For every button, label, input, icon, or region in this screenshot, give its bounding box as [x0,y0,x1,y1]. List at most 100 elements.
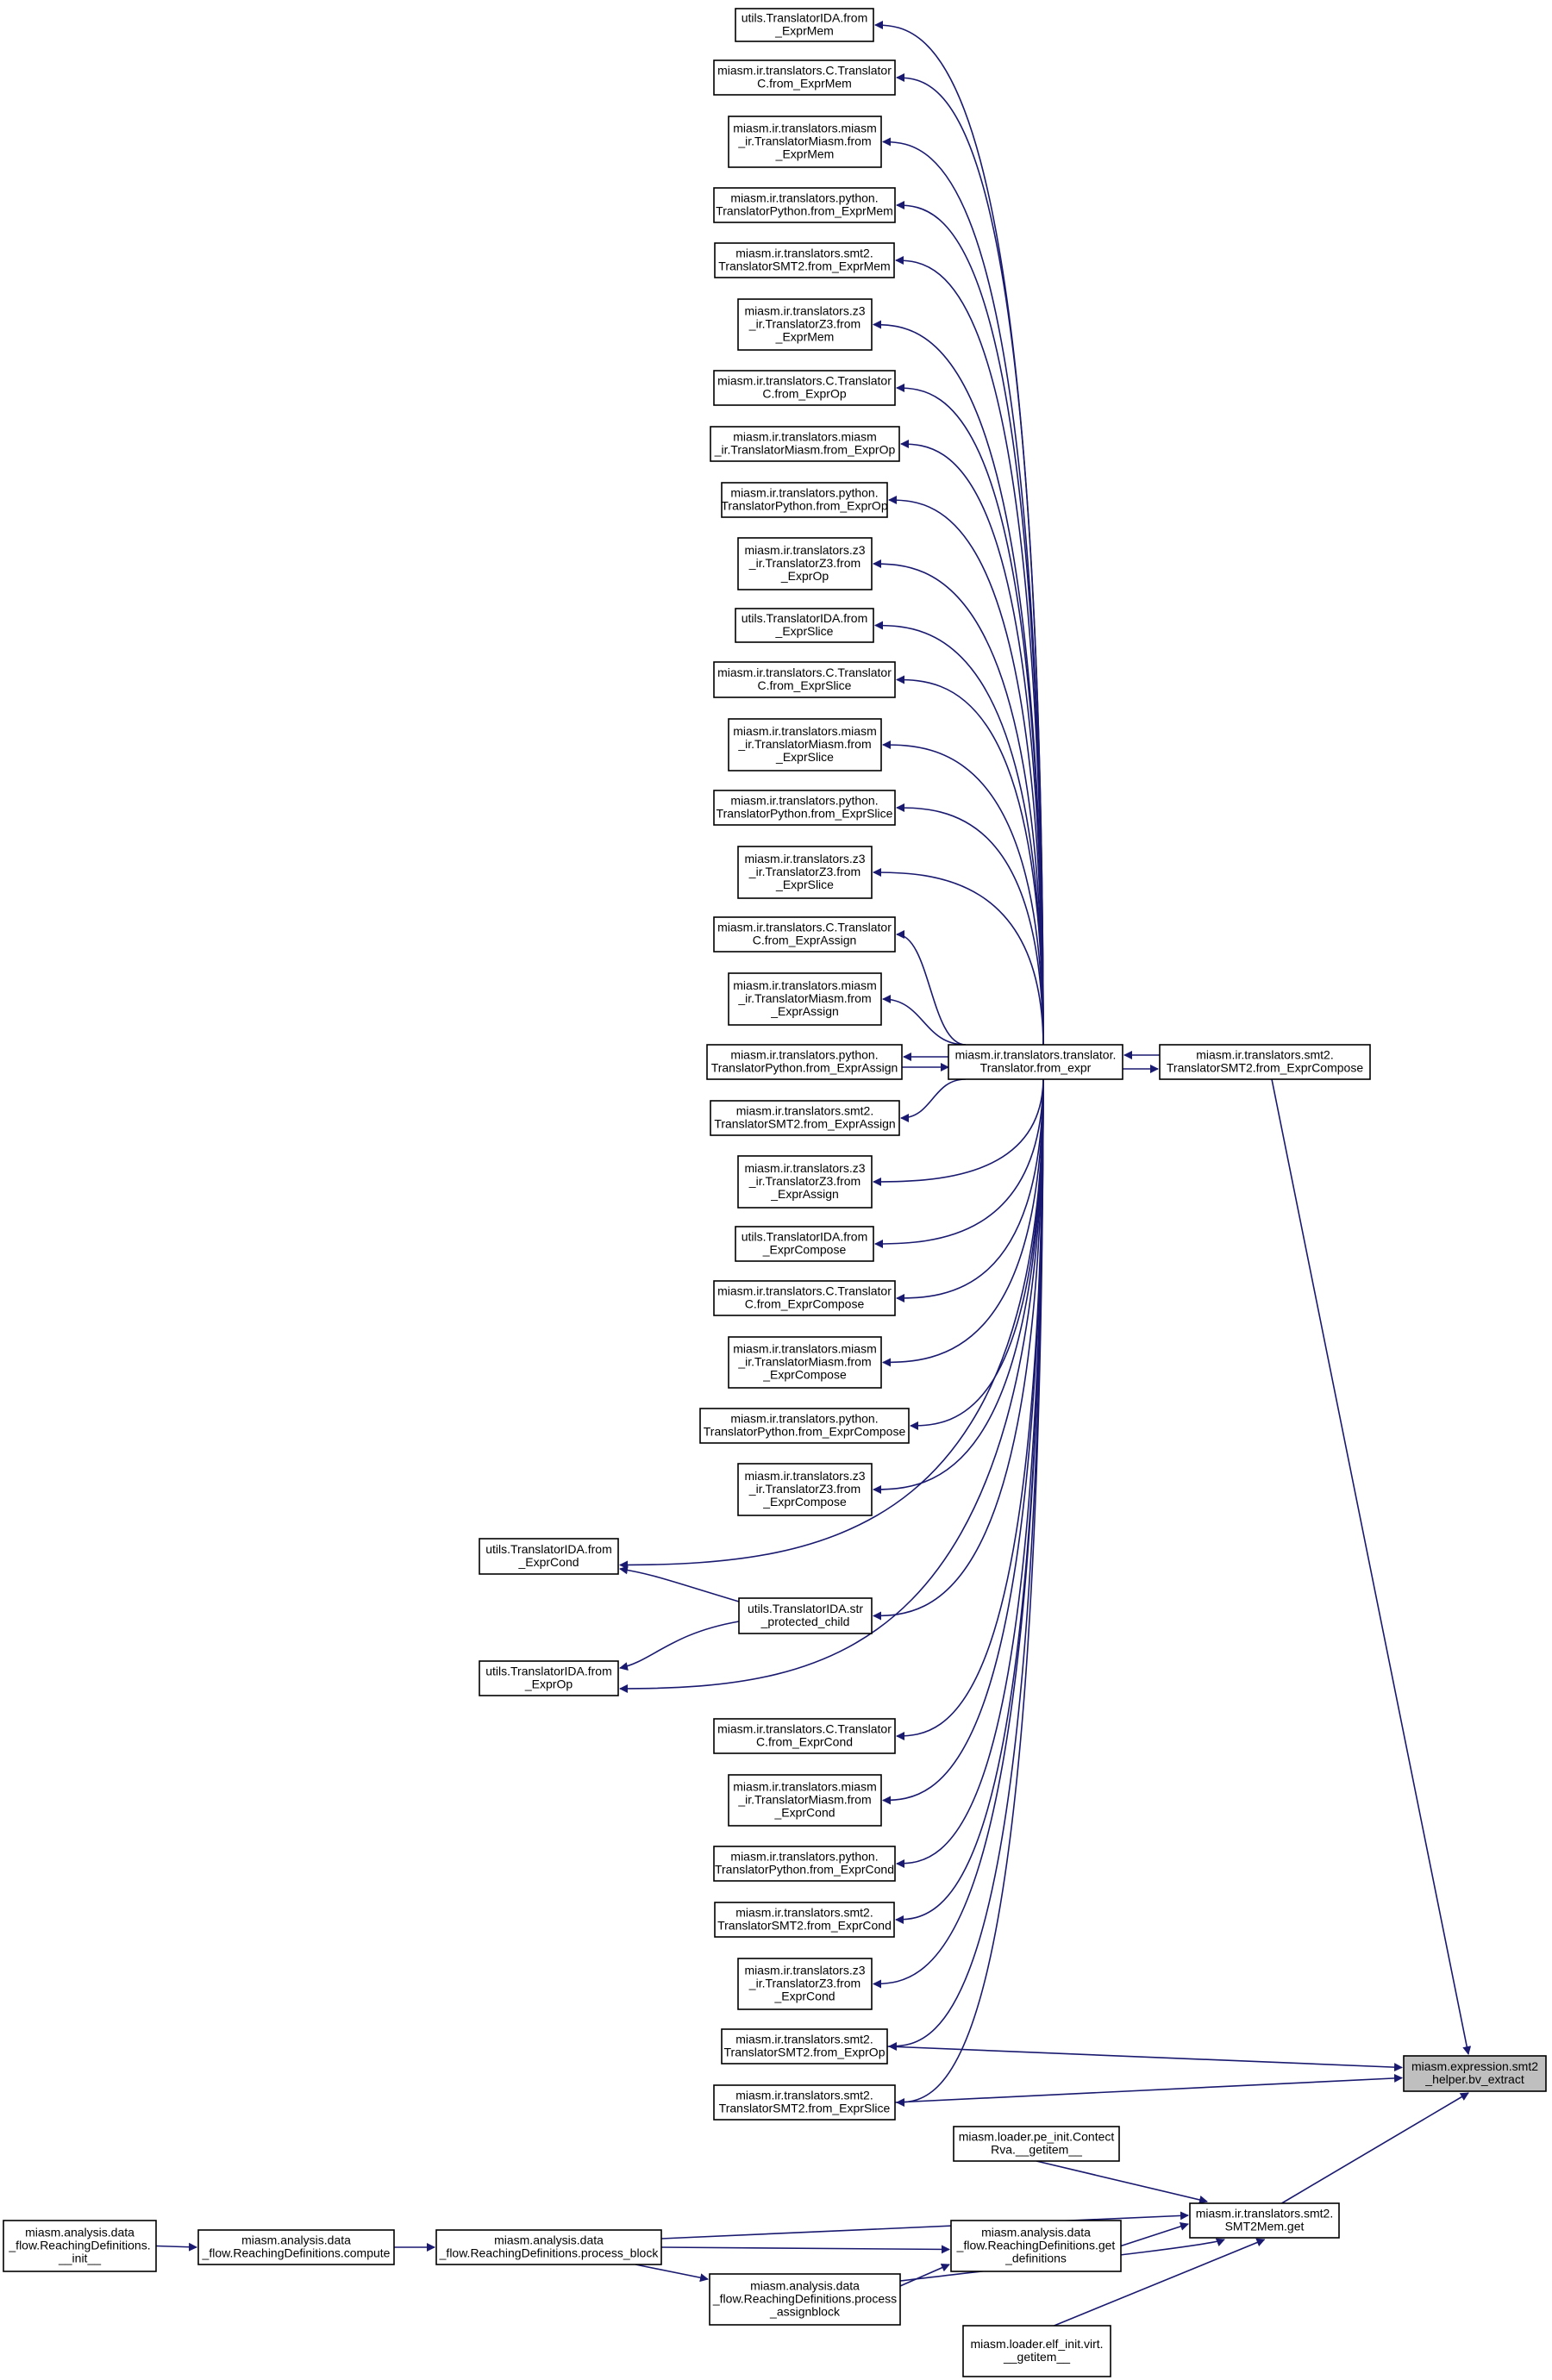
node-smt-compose[interactable]: miasm.ir.translators.smt2.TranslatorSMT2… [1159,1044,1371,1080]
node-smt-mem[interactable]: miasm.ir.translators.smt2.TranslatorSMT2… [714,242,895,278]
node-ida-compose[interactable]: utils.TranslatorIDA.from_ExprCompose [735,1226,874,1262]
node-box [948,1044,1123,1080]
node-miasm-slice[interactable]: miasm.ir.translators.miasm_ir.Translator… [728,718,882,771]
node-elf-getitem[interactable]: miasm.loader.elf_init.virt.__getitem__ [962,2325,1111,2377]
node-rd-compute[interactable]: miasm.analysis.data_flow.ReachingDefinit… [197,2229,395,2265]
node-label-line: utils.TranslatorIDA.str [748,1602,863,1615]
node-rd-get-defs[interactable]: miasm.analysis.data_flow.ReachingDefinit… [950,2220,1122,2272]
node-ida-cond[interactable]: utils.TranslatorIDA.from_ExprCond [479,1538,619,1575]
node-label-line: miasm.ir.translators.smt2. [735,1906,873,1920]
node-smt-op[interactable]: miasm.ir.translators.smt2.TranslatorSMT2… [721,2028,888,2065]
node-label-line: _ExprSlice [775,878,834,891]
node-label-line: miasm.ir.translators.miasm [733,978,876,992]
node-label-line: _assignblock [769,2305,841,2319]
node-py-op[interactable]: miasm.ir.translators.python.TranslatorPy… [721,482,888,518]
node-miasm-mem[interactable]: miasm.ir.translators.miasm_ir.Translator… [728,116,882,168]
node-smt-slice[interactable]: miasm.ir.translators.smt2.TranslatorSMT2… [713,2084,896,2121]
node-miasm-assign[interactable]: miasm.ir.translators.miasm_ir.Translator… [728,972,882,1026]
node-ida-op[interactable]: utils.TranslatorIDA.from_ExprOp [479,1660,619,1696]
node-rd-process-block[interactable]: miasm.analysis.data_flow.ReachingDefinit… [435,2229,662,2265]
node-label-line: miasm.ir.translators.smt2. [735,2089,873,2102]
edge-smt-slice-to-bv-extract [894,2073,1403,2103]
edge-smt-op-to-bv-extract [886,2046,1403,2072]
node-py-compose[interactable]: miasm.ir.translators.python.TranslatorPy… [699,1408,910,1444]
node-box [735,8,874,42]
node-label-line: utils.TranslatorIDA.from [485,1542,612,1556]
node-box [714,242,895,278]
node-py-mem[interactable]: miasm.ir.translators.python.TranslatorPy… [713,187,896,223]
node-box [737,1463,873,1516]
edge-translator-to-z3_compose [873,1078,1044,1494]
node-py-cond[interactable]: miasm.ir.translators.python.TranslatorPy… [713,1846,896,1882]
node-label-line: C.from_ExprCompose [745,1297,865,1311]
node-bv-extract[interactable]: miasm.expression.smt2_helper.bv_extract [1403,2055,1547,2092]
edge-translator-to-ida_mem [874,21,1044,1046]
node-label-line: miasm.ir.translators.miasm [733,430,876,444]
node-label-line: miasm.expression.smt2 [1411,2059,1538,2073]
node-box [737,537,873,590]
node-ida-str[interactable]: utils.TranslatorIDA.str_protected_child [738,1597,873,1634]
node-ida-slice[interactable]: utils.TranslatorIDA.from_ExprSlice [735,608,874,643]
edge-process-block-to-get-defs [660,2245,950,2254]
node-box [1159,1044,1371,1080]
node-label-line: _ExprSlice [775,750,834,764]
node-label-line: miasm.ir.translators.smt2. [735,2033,873,2046]
node-label-line: miasm.ir.translators.python. [730,191,878,205]
node-box [713,187,896,223]
edge-translator-to-py_mem [896,201,1044,1046]
node-z3-slice[interactable]: miasm.ir.translators.z3_ir.TranslatorZ3.… [737,846,873,899]
node-label-line: miasm.ir.translators.C.Translator [717,1722,892,1736]
node-label-line: __getitem__ [1003,2350,1070,2364]
node-c-assign[interactable]: miasm.ir.translators.C.TranslatorC.from_… [713,916,896,953]
node-label-line: miasm.ir.translators.z3 [744,852,865,865]
node-smt2mem-get[interactable]: miasm.ir.translators.smt2.SMT2Mem.get [1189,2202,1340,2239]
node-label-line: miasm.analysis.data [25,2226,135,2239]
node-label-line: miasm.loader.elf_init.virt. [970,2337,1103,2351]
edge-translator-to-c_compose [896,1078,1044,1302]
node-label-line: _ExprMem [775,330,835,344]
node-smt-cond[interactable]: miasm.ir.translators.smt2.TranslatorSMT2… [714,1902,895,1938]
node-label-line: miasm.ir.translators.miasm [733,122,876,135]
edge-translator-to-smt_mem [895,256,1044,1046]
edge-smt2mem-get-to-bv-extract [1281,2092,1469,2204]
node-ida-mem[interactable]: utils.TranslatorIDA.from_ExprMem [735,8,874,42]
node-box [197,2229,395,2265]
node-label-line: _ExprCompose [762,1243,847,1257]
node-c-compose[interactable]: miasm.ir.translators.C.TranslatorC.from_… [713,1280,896,1316]
node-label-line: miasm.ir.translators.z3 [744,1469,865,1483]
node-box [738,1597,873,1634]
node-rd-init[interactable]: miasm.analysis.data_flow.ReachingDefinit… [3,2220,157,2272]
node-label-line: miasm.analysis.data [241,2233,351,2247]
node-label-line: _ExprOp [524,1677,573,1691]
node-label-line: Rva.__getitem__ [991,2143,1082,2157]
node-label-line: miasm.ir.translators.smt2. [735,247,873,260]
node-py-slice[interactable]: miasm.ir.translators.python.TranslatorPy… [713,790,896,826]
node-label-line: _ExprCond [517,1555,579,1569]
node-miasm-compose[interactable]: miasm.ir.translators.miasm_ir.Translator… [728,1336,882,1389]
node-smt-assign[interactable]: miasm.ir.translators.smt2.TranslatorSMT2… [710,1100,900,1136]
edges-layer [155,21,1472,2327]
node-c-op[interactable]: miasm.ir.translators.C.TranslatorC.from_… [713,370,896,406]
node-label-line: miasm.analysis.data [494,2233,604,2247]
node-box [728,116,882,168]
node-z3-cond[interactable]: miasm.ir.translators.z3_ir.TranslatorZ3.… [737,1958,873,2010]
node-box [735,608,874,643]
node-c-slice[interactable]: miasm.ir.translators.C.TranslatorC.from_… [713,661,896,698]
node-rd-process-assign[interactable]: miasm.analysis.data_flow.ReachingDefinit… [709,2273,901,2326]
node-z3-mem[interactable]: miasm.ir.translators.z3_ir.TranslatorZ3.… [737,298,873,351]
node-translator[interactable]: miasm.ir.translators.translator.Translat… [948,1044,1123,1080]
node-py-assign[interactable]: miasm.ir.translators.python.TranslatorPy… [706,1044,903,1080]
node-z3-assign[interactable]: miasm.ir.translators.z3_ir.TranslatorZ3.… [737,1155,873,1209]
node-label-line: TranslatorSMT2.from_ExprSlice [719,2102,891,2115]
node-miasm-op[interactable]: miasm.ir.translators.miasm_ir.Translator… [710,426,900,462]
node-c-cond[interactable]: miasm.ir.translators.C.TranslatorC.from_… [713,1718,896,1754]
node-label-line: SMT2Mem.get [1225,2220,1305,2233]
node-box [435,2229,662,2265]
node-label-line: miasm.ir.translators.z3 [744,1964,865,1977]
node-miasm-cond[interactable]: miasm.ir.translators.miasm_ir.Translator… [728,1774,882,1827]
node-z3-op[interactable]: miasm.ir.translators.z3_ir.TranslatorZ3.… [737,537,873,590]
node-z3-compose[interactable]: miasm.ir.translators.z3_ir.TranslatorZ3.… [737,1463,873,1516]
node-box [728,1336,882,1389]
node-pe-getitem[interactable]: miasm.loader.pe_init.ContectRva.__getite… [953,2126,1120,2162]
node-c-mem[interactable]: miasm.ir.translators.C.TranslatorC.from_… [713,59,896,96]
